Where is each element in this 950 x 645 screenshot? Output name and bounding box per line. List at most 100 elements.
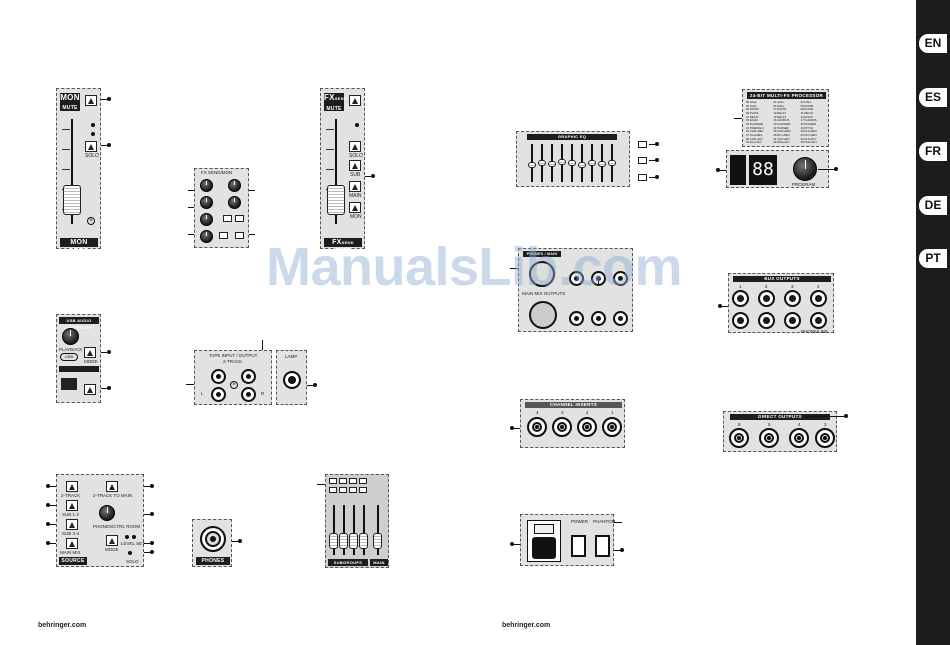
bus-output-jack[interactable]	[810, 290, 827, 307]
preset-item: 11 DELAY	[800, 110, 814, 115]
insert-jack[interactable]	[527, 417, 547, 437]
subgroup-fader-cap[interactable]	[329, 533, 338, 549]
subgroup-button[interactable]	[329, 478, 337, 484]
output-jack[interactable]	[613, 271, 628, 286]
phones-level-knob[interactable]	[99, 505, 115, 521]
phantom-switch[interactable]	[595, 535, 610, 557]
eq-band-slider[interactable]	[548, 160, 556, 167]
eq-band-slider[interactable]	[568, 160, 576, 166]
subgroup-button[interactable]	[359, 487, 367, 493]
output-jack[interactable]	[569, 271, 584, 286]
fx-return-mute-button[interactable]	[349, 95, 361, 106]
eq-band-slider[interactable]	[588, 160, 596, 166]
mon-solo-button[interactable]	[85, 141, 97, 152]
control-room-section: 2-TRACK SUB 1-2 SUB 3-4 MAIN MIX SOURCE …	[56, 474, 145, 567]
lang-tab-en[interactable]: EN	[919, 34, 947, 53]
usb-mode-button[interactable]	[84, 347, 96, 358]
lang-tab-es[interactable]: ES	[919, 88, 947, 107]
direct-output-jack[interactable]	[789, 428, 809, 448]
aux-knob[interactable]	[228, 179, 241, 192]
power-section: POWER PHANTOM	[520, 514, 615, 566]
iec-power-socket[interactable]	[527, 520, 561, 562]
insert-jack[interactable]	[602, 417, 622, 437]
fx-button[interactable]	[219, 232, 228, 239]
tape-in-r-jack[interactable]	[241, 369, 256, 384]
mon-send-label: MON SEND	[60, 238, 98, 255]
subgroup-button[interactable]	[339, 478, 347, 484]
subgroup-button[interactable]	[349, 487, 357, 493]
output-jack[interactable]	[569, 311, 584, 326]
subgroup-button[interactable]	[349, 478, 357, 484]
eq-button[interactable]	[638, 157, 647, 164]
xlr-input-jack[interactable]	[529, 301, 557, 329]
fx-return-fader-cap[interactable]	[327, 185, 345, 215]
subgroup-button[interactable]	[359, 478, 367, 484]
fx-send-title: FX SEND/MON	[201, 170, 233, 175]
fuse-holder[interactable]	[534, 524, 554, 534]
bus-output-jack[interactable]	[784, 290, 801, 307]
eq-band-slider[interactable]	[578, 161, 586, 168]
preset-item: 00 HALL	[746, 101, 757, 104]
source-2track-button[interactable]	[66, 481, 78, 492]
bus-output-jack[interactable]	[732, 290, 749, 307]
lang-tab-pt[interactable]: PT	[919, 249, 947, 268]
fx-button[interactable]	[235, 215, 244, 222]
source-sub34-button[interactable]	[66, 519, 78, 530]
lang-tab-fr[interactable]: FR	[919, 142, 947, 161]
fx-knob[interactable]	[200, 230, 213, 243]
fx-return-solo-button[interactable]	[349, 141, 361, 152]
aux-knob[interactable]	[228, 196, 241, 209]
subgroup-button[interactable]	[329, 487, 337, 493]
bus-output-jack[interactable]	[758, 312, 775, 329]
subgroup-fader-cap[interactable]	[359, 533, 368, 549]
mon-mute-button[interactable]	[85, 95, 97, 106]
mon-fader-cap[interactable]	[63, 185, 81, 215]
aux-knob[interactable]	[200, 196, 213, 209]
direct-output-jack[interactable]	[729, 428, 749, 448]
usb-second-button[interactable]	[84, 384, 96, 395]
direct-output-jack[interactable]	[759, 428, 779, 448]
bus-output-jack[interactable]	[810, 312, 827, 329]
fx-return-main-button[interactable]	[349, 181, 361, 192]
program-knob[interactable]	[793, 157, 817, 181]
fx-knob[interactable]	[200, 213, 213, 226]
eq-band-slider[interactable]	[598, 160, 606, 167]
eq-button[interactable]	[638, 141, 647, 148]
phones-jack[interactable]	[200, 526, 226, 552]
eq-band-slider[interactable]	[528, 161, 536, 168]
insert-jack[interactable]	[577, 417, 597, 437]
lang-tab-de[interactable]: DE	[919, 196, 947, 215]
output-jack[interactable]	[591, 311, 606, 326]
mode-button[interactable]	[106, 535, 118, 546]
tape-out-r-jack[interactable]	[241, 387, 256, 402]
eq-band-slider[interactable]	[558, 159, 566, 166]
aux-knob[interactable]	[200, 179, 213, 192]
bus-output-jack[interactable]	[784, 312, 801, 329]
fx-button[interactable]	[235, 232, 244, 239]
output-jack[interactable]	[613, 311, 628, 326]
insert-jack[interactable]	[552, 417, 572, 437]
subgroup-fader-cap[interactable]	[349, 533, 358, 549]
lamp-connector[interactable]	[283, 371, 301, 389]
subgroup-button[interactable]	[339, 487, 347, 493]
source-sub12-button[interactable]	[66, 500, 78, 511]
eq-button[interactable]	[638, 174, 647, 181]
eq-band-slider[interactable]	[608, 160, 616, 166]
xlr-output-jack[interactable]	[529, 261, 555, 287]
tape-in-l-jack[interactable]	[211, 369, 226, 384]
subgroup-fader-cap[interactable]	[339, 533, 348, 549]
source-main-button[interactable]	[66, 538, 78, 549]
fx-return-mon-button[interactable]	[349, 202, 361, 213]
to-main-button[interactable]	[106, 481, 118, 492]
tape-out-l-jack[interactable]	[211, 387, 226, 402]
bus-output-jack[interactable]	[732, 312, 749, 329]
eq-band-slider[interactable]	[538, 160, 546, 166]
main-fader-cap[interactable]	[373, 533, 382, 549]
power-label: POWER	[571, 519, 589, 524]
usb-playback-knob[interactable]	[62, 328, 79, 345]
power-switch[interactable]	[571, 535, 586, 557]
fx-return-sub-button[interactable]	[349, 160, 361, 171]
bus-output-jack[interactable]	[758, 290, 775, 307]
fx-button[interactable]	[223, 215, 232, 222]
direct-output-jack[interactable]	[815, 428, 835, 448]
